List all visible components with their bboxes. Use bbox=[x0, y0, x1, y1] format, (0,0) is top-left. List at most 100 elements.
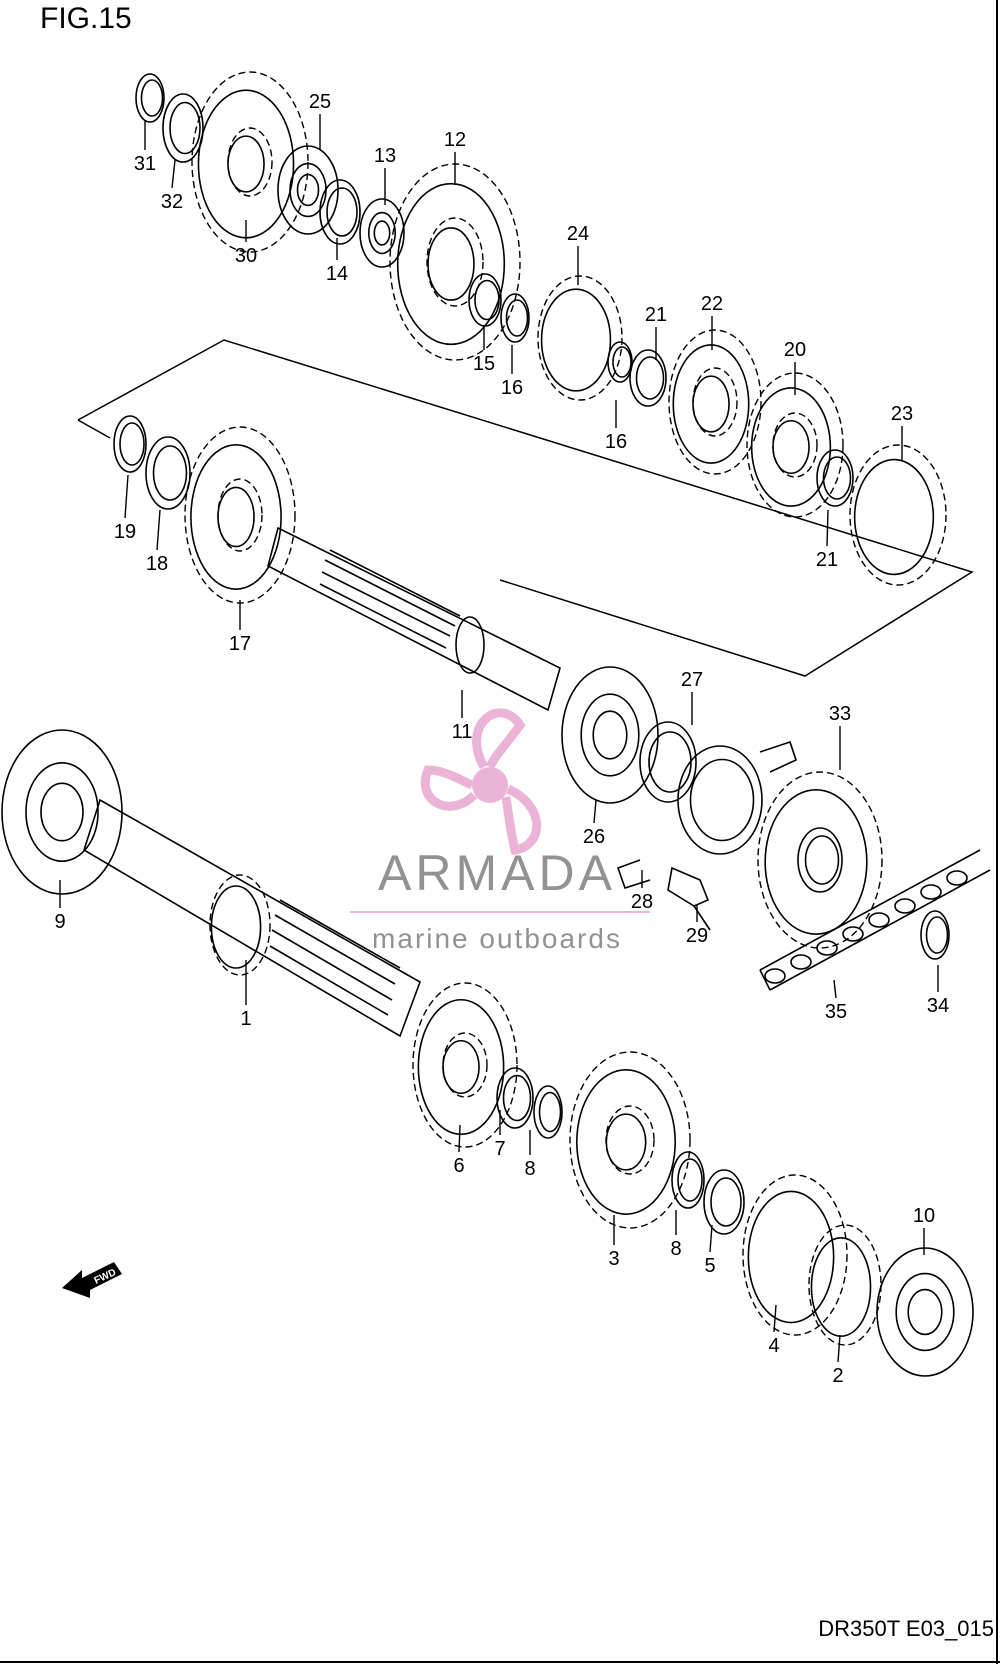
oil-seal bbox=[639, 721, 697, 803]
callout-18: 18 bbox=[146, 553, 168, 575]
bearing-race bbox=[25, 761, 99, 862]
callout-9: 9 bbox=[54, 911, 65, 933]
washer-inner bbox=[710, 1177, 742, 1227]
callout-4: 4 bbox=[768, 1335, 779, 1357]
chain-link bbox=[920, 884, 942, 900]
gear-hub-body bbox=[692, 375, 730, 433]
gear-body bbox=[540, 288, 612, 392]
washer bbox=[319, 179, 361, 245]
gear-hub-body bbox=[442, 1039, 480, 1095]
circlip bbox=[533, 1085, 563, 1139]
callout-22: 22 bbox=[701, 293, 723, 315]
callout-3: 3 bbox=[608, 1248, 619, 1270]
callout-leader bbox=[458, 1124, 461, 1153]
callout-8: 8 bbox=[670, 1238, 681, 1260]
washer bbox=[468, 273, 502, 327]
callout-leader bbox=[837, 1334, 841, 1363]
circlip-inner bbox=[677, 1158, 703, 1202]
chain-link bbox=[790, 954, 812, 970]
circlip bbox=[920, 910, 950, 960]
washer-inner bbox=[152, 445, 188, 501]
gear-hub-body bbox=[605, 1113, 647, 1171]
watermark-brand: ARMADA bbox=[378, 845, 616, 901]
gear bbox=[849, 444, 947, 586]
callout-leader bbox=[773, 1304, 777, 1333]
gear-hub bbox=[442, 1032, 488, 1098]
gear-hub bbox=[426, 217, 484, 307]
callout-21: 21 bbox=[816, 549, 838, 571]
washer bbox=[629, 349, 667, 407]
chain-link bbox=[946, 870, 968, 886]
bearing-race bbox=[895, 1272, 955, 1352]
callout-2: 2 bbox=[832, 1365, 843, 1387]
callout-5: 5 bbox=[704, 1255, 715, 1277]
gear-body bbox=[810, 1237, 872, 1338]
leader-lines bbox=[59, 114, 939, 1363]
callout-31: 31 bbox=[134, 153, 156, 175]
callout-19: 19 bbox=[114, 521, 136, 543]
washer bbox=[703, 1169, 745, 1235]
plate-tab bbox=[616, 740, 797, 889]
bearing-bore bbox=[296, 173, 320, 207]
gear-hub-body bbox=[227, 135, 265, 193]
callout-leader bbox=[124, 474, 129, 519]
gear-hub-body bbox=[217, 486, 255, 548]
callout-leader bbox=[826, 509, 829, 547]
gear-hub-body bbox=[427, 227, 475, 301]
callout-28: 28 bbox=[631, 891, 653, 913]
circlip-inner bbox=[925, 916, 949, 954]
frame-edge bbox=[77, 419, 111, 439]
watermark-logo: ARMADA marine outboards bbox=[350, 708, 650, 954]
bolt bbox=[667, 866, 711, 931]
bearing-bore bbox=[40, 782, 84, 842]
washer bbox=[496, 1067, 534, 1129]
callout-15: 15 bbox=[473, 353, 495, 375]
countershaft-collar bbox=[455, 616, 485, 674]
bearing-bore bbox=[592, 710, 628, 760]
washer-inner bbox=[169, 101, 201, 155]
gear-hub-body bbox=[772, 419, 810, 475]
circlip bbox=[500, 293, 530, 343]
callout-labels: 1234567889101112131415161617181920212122… bbox=[54, 91, 949, 1387]
gear-body bbox=[190, 444, 282, 590]
gear-hub bbox=[772, 412, 818, 478]
washer bbox=[162, 93, 204, 163]
watermark-tagline: marine outboards bbox=[372, 923, 622, 954]
callout-33: 33 bbox=[829, 703, 851, 725]
countershaft-splines bbox=[319, 549, 461, 649]
circlip-inner bbox=[119, 422, 145, 466]
circlip bbox=[671, 1151, 705, 1209]
plate bbox=[677, 745, 763, 855]
washer-inner bbox=[822, 456, 852, 500]
gear bbox=[412, 982, 518, 1148]
gear-body bbox=[747, 1190, 835, 1324]
needle-bearing-race bbox=[367, 211, 396, 255]
gear-body bbox=[417, 998, 505, 1136]
washer-inner bbox=[474, 279, 500, 321]
washer-inner bbox=[326, 187, 358, 237]
chain-link bbox=[868, 912, 890, 928]
gear bbox=[191, 71, 309, 253]
washer-inner bbox=[502, 1074, 532, 1122]
gear-body bbox=[853, 458, 935, 576]
washer bbox=[145, 436, 191, 510]
callout-leader bbox=[593, 799, 597, 824]
gear-body bbox=[575, 1069, 676, 1215]
callout-leader bbox=[171, 159, 176, 189]
gear bbox=[746, 372, 844, 518]
drive-chain bbox=[759, 849, 991, 991]
driveshaft-splines bbox=[269, 899, 401, 1016]
callout-leader bbox=[833, 979, 837, 999]
callout-leader bbox=[709, 1224, 713, 1253]
gear bbox=[742, 1174, 848, 1336]
callout-29: 29 bbox=[686, 925, 708, 947]
callout-35: 35 bbox=[825, 1001, 847, 1023]
gear bbox=[569, 1051, 691, 1229]
callout-13: 13 bbox=[374, 145, 396, 167]
callout-12: 12 bbox=[444, 129, 466, 151]
callout-20: 20 bbox=[784, 339, 806, 361]
countershaft-group-frame bbox=[77, 339, 974, 677]
circlip-inner bbox=[612, 346, 632, 378]
callout-24: 24 bbox=[567, 223, 589, 245]
